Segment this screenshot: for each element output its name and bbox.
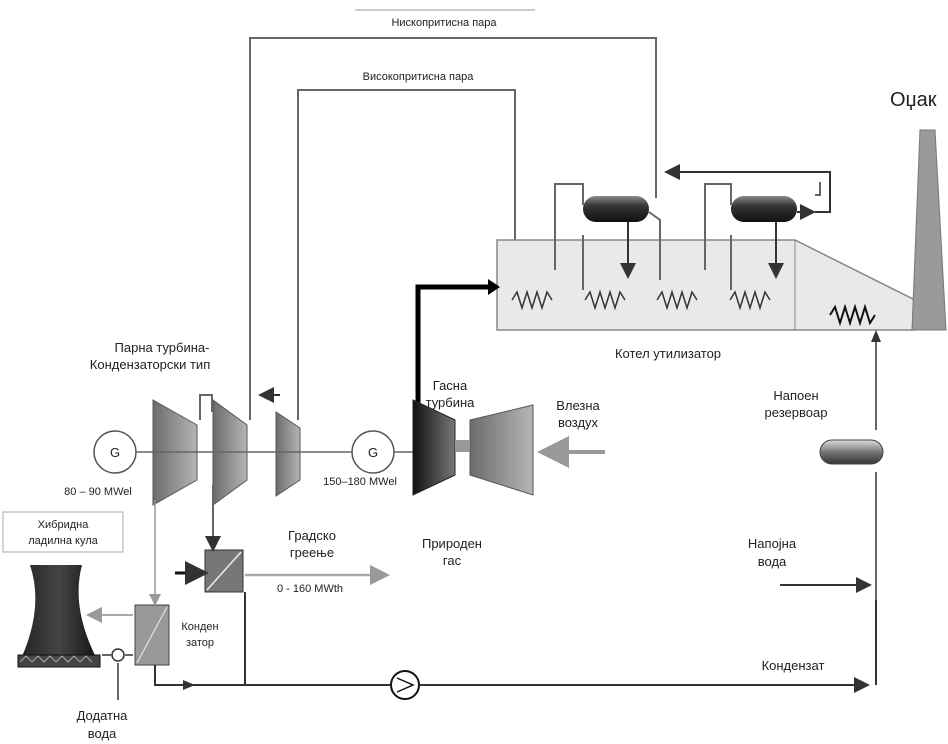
gas-turbine-label-2: турбина bbox=[426, 395, 476, 410]
hybrid-cooling-tower: Хибридна ладилна кула bbox=[2, 511, 133, 668]
steam-turbine-label-1: Парна турбина- bbox=[115, 340, 210, 355]
coil-2 bbox=[584, 289, 626, 311]
drum-1 bbox=[583, 196, 649, 222]
exhaust-arrow bbox=[488, 279, 500, 295]
gas-turbine-label-1: Гасна bbox=[433, 378, 468, 393]
feed-tank-label-2: резервоар bbox=[765, 405, 828, 420]
steam-turbine: Парна турбина- Кондензаторски тип bbox=[90, 340, 415, 506]
natural-gas-label-1: Природен bbox=[422, 536, 482, 551]
makeup-water-label-1: Додатна bbox=[77, 708, 129, 723]
drum-2 bbox=[731, 196, 797, 222]
natural-gas: Природен гас bbox=[422, 536, 482, 568]
air-inlet-label-1: Влезна bbox=[556, 398, 600, 413]
district-heating-exchanger: Градско греење 0 - 160 MWth bbox=[175, 485, 390, 685]
coil-4 bbox=[729, 289, 771, 311]
generator-1-power: 80 – 90 MWel bbox=[64, 486, 132, 498]
low-pressure-steam-label: Нископритисна пара bbox=[391, 17, 497, 29]
air-inlet: Влезна воздух bbox=[537, 398, 605, 468]
heating-power-label: 0 - 160 MWth bbox=[277, 583, 343, 595]
air-inlet-label-2: воздух bbox=[558, 415, 599, 430]
low-pressure-steam-line: Нископритисна пара bbox=[249, 9, 657, 420]
chimney-label: Оџак bbox=[890, 89, 937, 111]
feed-water-label-1: Напојна bbox=[748, 536, 797, 551]
makeup-water: Додатна вода bbox=[77, 663, 129, 741]
feed-water-label-2: вода bbox=[758, 554, 787, 569]
drum-piping bbox=[554, 164, 831, 290]
feed-arrow-up bbox=[871, 330, 881, 342]
condenser-label-2: затор bbox=[186, 637, 214, 649]
condensate-label: Кондензат bbox=[762, 658, 825, 673]
high-pressure-steam-line: Високопритисна пара bbox=[297, 71, 516, 420]
district-heating-label-2: греење bbox=[290, 545, 334, 560]
steam-turbine-label-2: Кондензаторски тип bbox=[90, 357, 210, 372]
feed-water: Напојна вода bbox=[748, 536, 872, 593]
condenser-label-1: Конден bbox=[181, 621, 218, 633]
economizer-coil bbox=[829, 303, 876, 327]
coil-1 bbox=[511, 289, 553, 311]
generator-1-symbol: G bbox=[110, 445, 120, 460]
hrsg-label: Котел утилизатор bbox=[615, 346, 721, 361]
generator-1: G 80 – 90 MWel bbox=[64, 430, 137, 498]
feed-tank-label-1: Напоен bbox=[773, 388, 818, 403]
natural-gas-label-2: гас bbox=[443, 553, 462, 568]
hrsg-boiler: Котел утилизатор bbox=[496, 239, 916, 361]
gas-turbine: Гасна турбина bbox=[412, 378, 534, 496]
condensate-line: Кондензат bbox=[154, 600, 877, 700]
district-heating-label-1: Градско bbox=[288, 528, 336, 543]
generator-2-symbol: G bbox=[368, 445, 378, 460]
hybrid-tower-label-2: ладилна кула bbox=[28, 535, 98, 547]
makeup-water-label-2: вода bbox=[88, 726, 117, 741]
generator-2-power: 150–180 MWel bbox=[323, 476, 397, 488]
hybrid-tower-label-1: Хибридна bbox=[38, 519, 90, 531]
condenser: Конден затор bbox=[86, 500, 219, 666]
coil-3 bbox=[656, 289, 698, 311]
chimney: Оџак bbox=[890, 89, 947, 331]
feed-tank: Напоен резервоар bbox=[765, 388, 884, 465]
high-pressure-steam-label: Високопритисна пара bbox=[363, 71, 475, 83]
generator-2: G 150–180 MWel bbox=[323, 430, 397, 488]
